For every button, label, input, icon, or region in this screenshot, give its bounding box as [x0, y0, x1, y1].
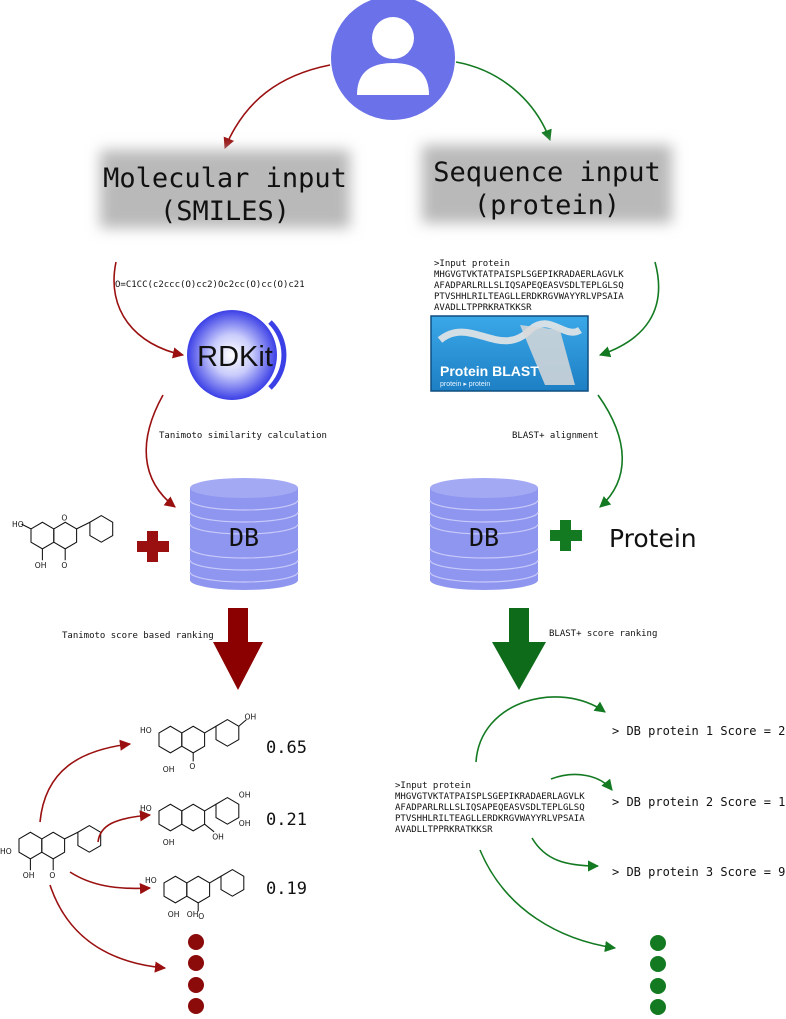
result-score-1: 0.65 — [266, 738, 307, 758]
svg-text:HO: HO — [140, 726, 152, 735]
smiles-string: O=C1CC(c2ccc(O)cc2)Oc2cc(O)cc(O)c21 — [115, 280, 305, 290]
rdkit-logo: RDKit — [187, 310, 287, 400]
tanimoto-calculation-label: Tanimoto similarity calculation — [159, 431, 327, 441]
svg-text:O: O — [61, 513, 67, 522]
svg-text:HO: HO — [12, 520, 24, 529]
fasta-header-top: >Input protein — [434, 259, 510, 269]
svg-text:O: O — [61, 561, 67, 570]
svg-text:O: O — [189, 762, 195, 771]
molecular-title-line2: (SMILES) — [160, 196, 290, 227]
arrow-molecular-result-3 — [69, 871, 152, 895]
fasta-input-bottom: >Input protein MHGVGTVKTATPAISPLSGEPIKRA… — [395, 781, 585, 835]
molecular-input-box: Molecular input (SMILES) — [100, 150, 350, 228]
fasta-header-bottom: >Input protein — [395, 781, 471, 791]
result-score-2: 0.21 — [266, 810, 307, 830]
svg-text:OH: OH — [35, 561, 47, 570]
svg-text:O: O — [198, 912, 204, 921]
sequence-result-2: > DB protein 2 Score = 150 — [612, 795, 786, 809]
protein-blast-logo: Protein BLAST protein ▸ protein — [430, 315, 589, 392]
sequence-title-line2: (protein) — [474, 190, 620, 221]
svg-text:OH: OH — [212, 832, 224, 841]
ranking-arrow-sequence — [492, 608, 546, 690]
svg-text:OH: OH — [239, 791, 251, 800]
fasta-input-top: >Input protein MHGVGTVKTATPAISPLSGEPIKRA… — [434, 259, 624, 313]
arrow-sequence-result-3 — [531, 837, 600, 872]
blast-subtitle: protein ▸ protein — [440, 381, 490, 388]
blast-title: Protein BLAST — [440, 363, 539, 379]
svg-text:OH: OH — [163, 838, 175, 847]
arrow-user-to-molecular — [223, 64, 331, 150]
arrow-sequence-result-2 — [550, 773, 613, 791]
ranking-arrow-molecular — [213, 608, 263, 690]
db-label-molecular: DB — [229, 523, 259, 552]
arrow-molecular-result-1 — [39, 739, 132, 823]
svg-text:OH: OH — [187, 910, 199, 919]
svg-text:O: O — [49, 871, 55, 880]
arrow-molecular-result-2 — [97, 810, 152, 843]
arrow-user-to-sequence — [455, 61, 552, 142]
fasta-line-bottom: MHGVGTVKTATPAISPLSGEPIKRADAERLAGVLK — [395, 792, 585, 802]
rdkit-label: RDKit — [197, 341, 273, 373]
arrow-fasta-to-blast — [598, 261, 660, 358]
svg-text:OH: OH — [245, 713, 257, 722]
more-results-dots-sequence — [650, 935, 666, 1015]
molecular-title-line1: Molecular input — [103, 163, 347, 194]
blast-ranking-label: BLAST+ score ranking — [549, 629, 657, 639]
result-score-3: 0.19 — [266, 879, 307, 899]
arrow-molecular-result-more — [49, 884, 167, 973]
result-molecule-1-structure: HO OH OH O — [140, 713, 256, 774]
svg-text:HO: HO — [145, 876, 157, 885]
db-label-sequence: DB — [469, 523, 499, 552]
svg-text:HO: HO — [0, 847, 12, 856]
query-molecule-result-structure: HO OH O — [0, 824, 102, 880]
svg-text:OH: OH — [168, 910, 180, 919]
red-plus-icon — [137, 531, 169, 562]
tanimoto-ranking-label: Tanimoto score based ranking — [62, 631, 214, 641]
fasta-line-top: MHGVGTVKTATPAISPLSGEPIKRADAERLAGVLK — [434, 270, 624, 280]
blast-alignment-label: BLAST+ alignment — [512, 431, 599, 441]
db-cylinder-molecular: DB — [189, 478, 299, 590]
arrow-sequence-result-more — [479, 849, 617, 953]
svg-text:HO: HO — [140, 804, 152, 813]
fasta-line-top: AVADLLTPPRKRATKKSR — [434, 303, 532, 313]
fasta-line-bottom: AFADPARLRLLSLIQSAPEQEASVSDLTEPLGLSQ — [395, 803, 585, 813]
more-results-dots-molecular — [188, 934, 204, 1014]
result-molecule-3-structure: HO OH OH O — [145, 868, 245, 921]
fasta-line-top: AFADPARLRLLSLIQSAPEQEASVSDLTEPLGLSQ — [434, 281, 624, 291]
sequence-result-3: > DB protein 3 Score = 98 — [612, 865, 786, 879]
arrow-sequence-result-1 — [475, 696, 606, 763]
sequence-result-1: > DB protein 1 Score = 220 — [612, 724, 786, 738]
svg-text:OH: OH — [23, 871, 35, 880]
arrow-blast-to-db — [597, 394, 624, 508]
svg-text:OH: OH — [239, 819, 251, 828]
sequence-title-line1: Sequence input — [433, 157, 661, 188]
protein-label: Protein — [609, 524, 697, 553]
user-avatar-icon — [331, 0, 455, 120]
fasta-line-bottom: AVADLLTPPRKRATKKSR — [395, 825, 493, 835]
fasta-line-top: PTVSHHLRILTEAGLLERDKRGVWAYYRLVPSAIA — [434, 292, 624, 302]
sequence-input-box: Sequence input (protein) — [422, 145, 672, 223]
query-molecule-structure: HO OH O O — [12, 513, 114, 570]
result-molecule-2-structure: HO OH OH OH OH — [140, 791, 250, 848]
fasta-line-bottom: PTVSHHLRILTEAGLLERDKRGVWAYYRLVPSAIA — [395, 814, 585, 824]
arrow-rdkit-to-db — [145, 394, 176, 508]
arrow-smiles-to-rdkit — [113, 261, 185, 359]
svg-text:OH: OH — [163, 765, 175, 774]
db-cylinder-sequence: DB — [429, 478, 539, 590]
green-plus-icon — [550, 520, 582, 551]
